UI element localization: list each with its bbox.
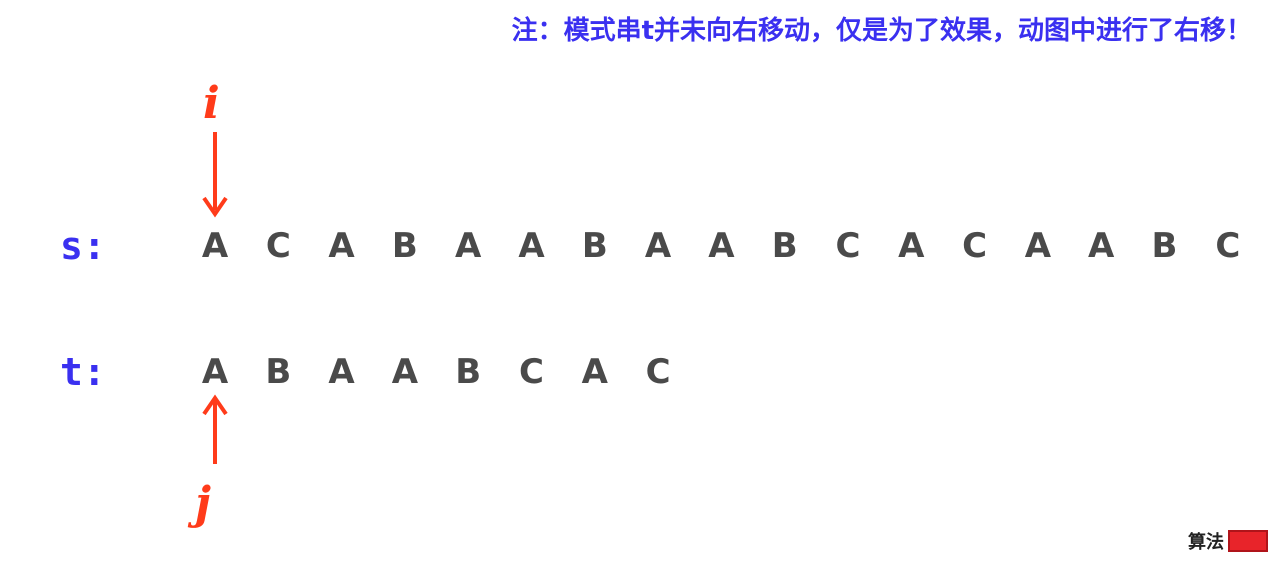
s-char: B [1151, 226, 1178, 266]
watermark-logo [1228, 530, 1268, 552]
s-char: A [201, 226, 229, 266]
s-char: B [391, 226, 418, 266]
s-char: A [644, 226, 672, 266]
watermark-text: 算法 [1188, 532, 1224, 553]
s-char: C [265, 226, 291, 266]
t-char: C [645, 352, 671, 392]
s-char: A [455, 226, 482, 266]
s-char: C [1215, 226, 1241, 266]
s-char: A [708, 226, 735, 266]
t-label: t: [60, 350, 106, 394]
s-char: B [771, 226, 798, 266]
watermark: 算法 [1188, 528, 1268, 554]
note-text: 注：模式串t并未向右移动，仅是为了效果，动图中进行了右移！ [511, 16, 1252, 46]
s-char: A [328, 226, 355, 266]
s-char: A [1024, 226, 1052, 266]
s-char: C [962, 226, 988, 266]
t-char: A [391, 352, 419, 392]
t-char: A [201, 352, 229, 392]
pointer-j-label: j [195, 478, 211, 529]
s-char: A [898, 226, 925, 266]
pointer-j-arrow [202, 394, 228, 464]
s-label: s: [60, 224, 106, 268]
t-char: B [265, 352, 292, 392]
s-char: B [581, 226, 608, 266]
s-char: A [518, 226, 545, 266]
t-char: A [581, 352, 608, 392]
t-char: C [519, 352, 544, 392]
s-char: A [1088, 226, 1115, 266]
t-char: B [455, 352, 482, 392]
s-char: C [835, 226, 861, 266]
pointer-i-label: i [203, 78, 220, 129]
t-char: A [328, 352, 355, 392]
pointer-i-arrow [202, 132, 228, 218]
